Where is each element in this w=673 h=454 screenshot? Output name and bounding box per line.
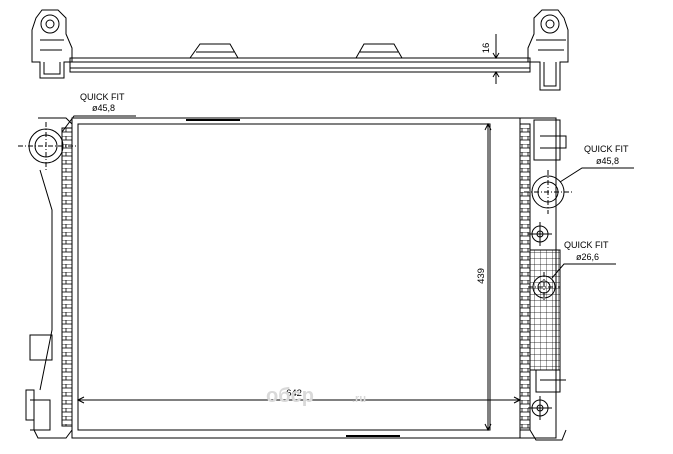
right-quick-fit-port-upper — [524, 170, 572, 214]
top-tank-bar — [69, 43, 531, 73]
leader-left-port — [61, 115, 136, 133]
dimension-642-label: 642 — [286, 388, 302, 399]
right-mount-bolt-bottom — [528, 396, 552, 420]
watermark: oбcp .ru — [266, 385, 366, 407]
dimension-642 — [76, 396, 522, 404]
top-left-mount-bracket — [31, 9, 73, 79]
dimension-16 — [480, 34, 520, 84]
leader-right-upper-port — [559, 167, 634, 183]
left-side-tank — [25, 117, 73, 439]
right-mount-bolt-middle — [528, 222, 552, 246]
left-port-label-line2: ø45,8 — [92, 103, 115, 113]
right-lower-port-label-line2: ø26,6 — [576, 252, 599, 262]
dimension-16-label: 16 — [481, 43, 492, 54]
left-port-label-line1: QUICK FIT — [80, 92, 125, 102]
top-right-mount-bracket — [527, 9, 569, 91]
watermark-brand: oбcp — [266, 385, 314, 407]
right-side-tank — [519, 117, 567, 441]
leader-right-lower-port — [551, 263, 616, 279]
right-upper-port-label-line2: ø45,8 — [596, 156, 619, 166]
dimension-439 — [484, 122, 492, 432]
right-quick-fit-port-lower — [528, 272, 560, 302]
dimension-439-label: 439 — [476, 268, 487, 284]
right-lower-port-label-line1: QUICK FIT — [564, 240, 609, 250]
right-upper-port-label-line1: QUICK FIT — [584, 144, 629, 154]
watermark-tld: .ru — [352, 393, 366, 405]
core-inner — [77, 123, 491, 431]
front-view — [18, 115, 634, 441]
top-view — [31, 9, 569, 91]
left-quick-fit-port — [18, 122, 76, 170]
